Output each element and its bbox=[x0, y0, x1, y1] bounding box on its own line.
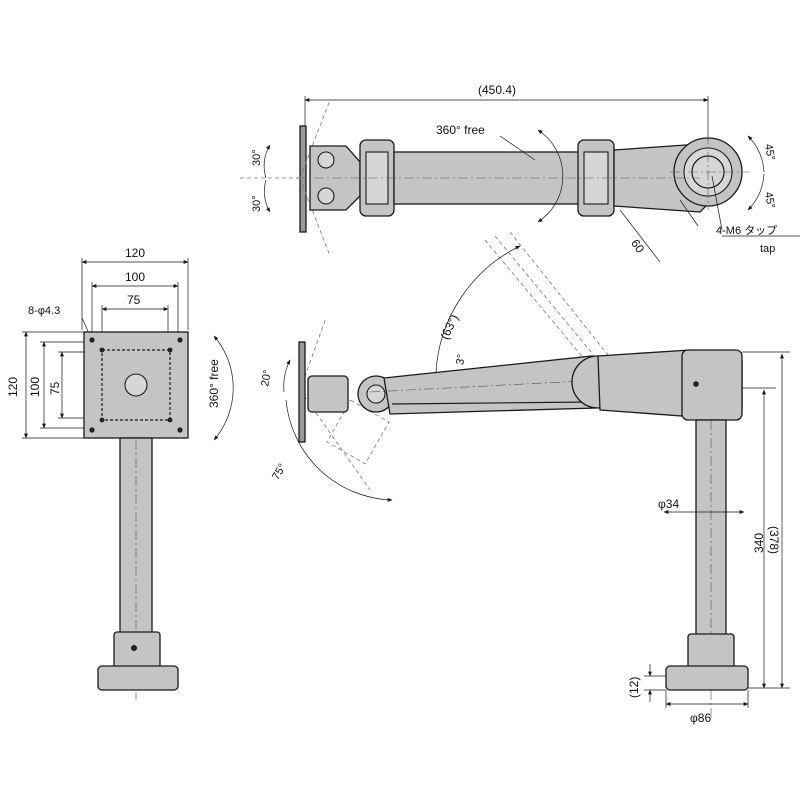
tap-label-ja: 4-M6 タップ bbox=[716, 224, 777, 237]
side-base bbox=[665, 665, 749, 691]
side-tilt-down-label: 75° bbox=[270, 462, 289, 482]
top-rotation-free-label: 360° free bbox=[436, 123, 485, 137]
vesa-view: 120 100 75 8-φ4.3 120 100 75 bbox=[6, 246, 234, 700]
vesa-width-inner-label: 75 bbox=[127, 293, 141, 307]
base-height-label: (12) bbox=[627, 677, 641, 698]
tap-label-en: tap bbox=[760, 243, 775, 255]
vesa-rotation-free-label: 360° free bbox=[207, 359, 221, 408]
pole-length-label: 340 bbox=[752, 533, 766, 553]
vesa-height-mid-label: 100 bbox=[28, 377, 42, 397]
base-diameter-label: φ86 bbox=[690, 711, 711, 725]
side-arm bbox=[383, 355, 597, 415]
overall-length-label: (450.4) bbox=[478, 83, 516, 97]
vesa-center-hole bbox=[124, 373, 148, 397]
top-swivel-b-label: 45° bbox=[762, 191, 777, 209]
side-tilt-up-label: 20° bbox=[259, 369, 274, 387]
top-view: (450.4) 30° 30° 360° free bbox=[240, 83, 800, 263]
top-offset-label: 60 bbox=[628, 237, 647, 256]
vesa-width-outer-label: 120 bbox=[125, 246, 145, 260]
small-angle-label: 3° bbox=[454, 353, 468, 365]
vesa-collar bbox=[113, 631, 161, 669]
side-collar bbox=[687, 633, 735, 669]
lift-angle-label: (63°) bbox=[437, 312, 461, 342]
vesa-base bbox=[97, 665, 179, 691]
side-view: (63°) 3° 20° 75° bbox=[259, 231, 790, 725]
side-vesa-plate bbox=[298, 341, 306, 443]
vesa-width-mid-label: 100 bbox=[125, 270, 145, 284]
top-vesa-plate bbox=[299, 125, 307, 233]
top-tilt-down-label: 30° bbox=[251, 195, 263, 212]
top-swivel-a-label: 45° bbox=[762, 143, 777, 161]
side-head-knuckle bbox=[307, 375, 349, 413]
vesa-holes-label: 8-φ4.3 bbox=[28, 305, 60, 317]
vesa-height-outer-label: 120 bbox=[6, 377, 20, 397]
pole-diameter-label: φ34 bbox=[658, 497, 679, 511]
total-height-label: (378) bbox=[767, 526, 781, 554]
top-tilt-up-label: 30° bbox=[251, 149, 263, 166]
vesa-height-inner-label: 75 bbox=[48, 381, 62, 395]
